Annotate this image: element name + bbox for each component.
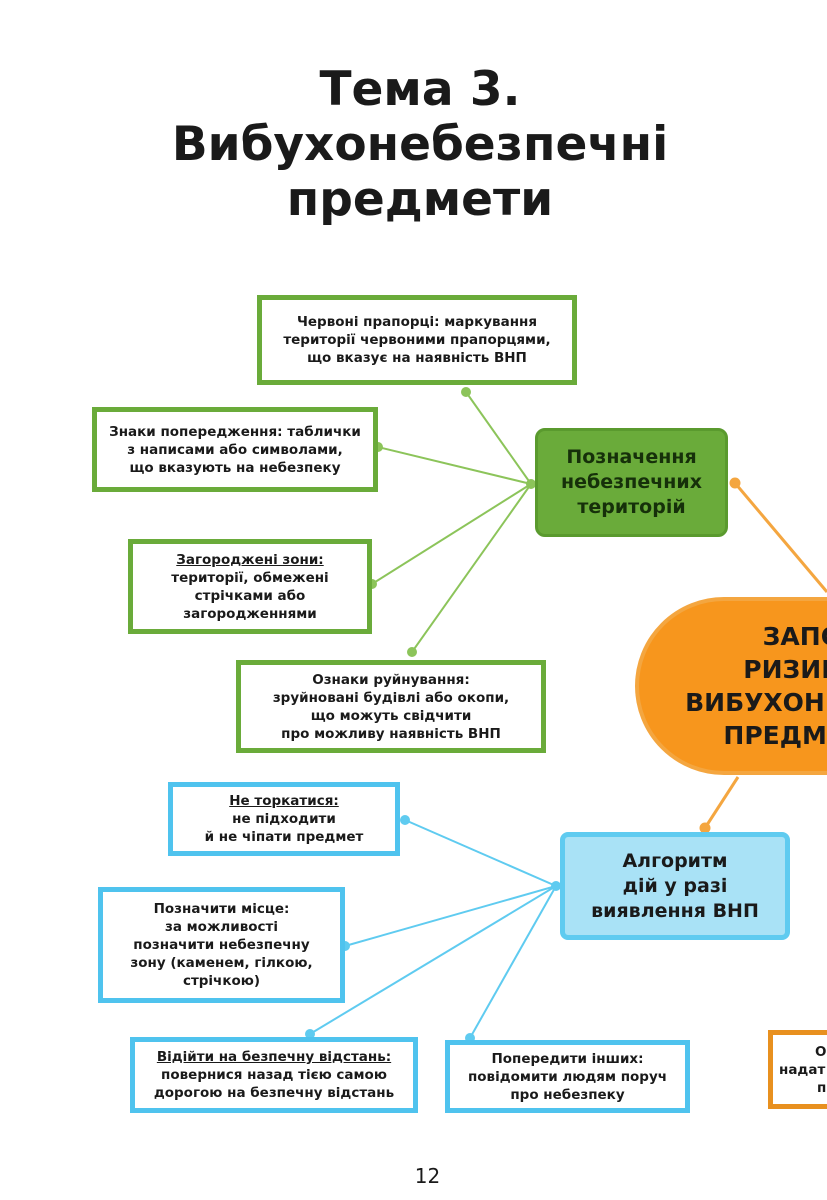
connector [411,483,532,653]
box-text: території червоними прапорцями, [283,332,551,348]
title-line: предмети [286,172,554,227]
center-text: ЗАПОБ [762,622,827,651]
center-text: ПРЕДМЕТ [723,721,827,750]
center-text: РИЗИКА [743,655,827,684]
box-text: що вказують на небезпеку [129,459,341,476]
connector [465,391,532,485]
blue-box-do-not-touch: Не торкатися: не підходити й не чіпати п… [168,782,400,856]
connector [703,776,740,829]
box-text: Знаки попередження: таблички [109,423,361,440]
connector [469,885,557,1039]
hub-text: небезпечних [561,471,702,493]
green-box-warning-signs: Знаки попередження: таблички з написами … [92,407,378,492]
box-text: загородженнями [183,605,317,622]
central-topic: ЗАПОБ РИЗИКА ВИБУХОНЕБ ПРЕДМЕТ [635,597,827,775]
connector [309,885,557,1035]
green-box-fenced-zones: Загороджені зони: території, обмежені ст… [128,539,372,634]
box-text: про можливу наявність ВНП [281,725,501,742]
green-box-destruction-signs: Ознаки руйнування: зруйновані будівлі аб… [236,660,546,753]
page-number: 12 [414,1164,441,1188]
orange-box-partial: Оп надат пі [768,1030,827,1109]
title-line: Тема 3. [319,62,521,117]
hub-text: територій [577,496,686,518]
box-text: не підходити [232,811,336,827]
box-text: повернися назад тією самою [161,1067,387,1083]
blue-box-warn-others: Попередити інших: повідомити людям поруч… [445,1040,690,1113]
hub-text: Алгоритм [622,849,728,872]
connector [377,446,532,485]
box-text: дорогою на безпечну відстань [153,1085,395,1101]
connector [344,885,557,947]
box-text: зону (каменем, гілкою, [130,955,313,971]
blue-box-mark-place: Позначити місце: за можливості позначити… [98,887,345,1003]
blue-box-move-away: Відійти на безпечну відстань: повернися … [130,1037,418,1113]
box-text: Ознаки руйнування: [312,671,470,688]
hub-text: виявлення ВНП [591,899,759,922]
box-text: надат [779,1061,826,1078]
center-text: ВИБУХОНЕБ [685,688,827,717]
box-text: повідомити людям поруч [467,1068,668,1085]
box-text: за можливості [164,919,279,935]
box-text: що можуть свідчити [310,707,472,724]
box-text: пі [817,1079,827,1096]
title-line: Вибухонебезпечні [171,117,669,172]
box-text: Позначити місце: [153,901,290,917]
box-text: Попередити інших: [491,1050,644,1067]
box-text: території, обмежені [171,569,329,586]
box-text: Червоні прапорці: маркування [296,314,538,330]
box-text: що вказує на наявність ВНП [307,350,527,366]
box-text: зруйновані будівлі або окопи, [272,689,510,706]
connector [371,483,532,585]
connector [404,819,557,887]
box-heading: Загороджені зони: [176,551,324,568]
connector [733,482,827,593]
green-box-red-flags: Червоні прапорці: маркування території ч… [257,295,577,385]
box-text: з написами або символами, [127,441,343,458]
box-text: стрічкою) [182,973,261,989]
box-text: стрічками або [194,587,306,604]
box-text: позначити небезпечну [133,937,310,953]
box-text: про небезпеку [510,1086,625,1103]
box-heading: Не торкатися: [229,793,339,809]
box-text: Оп [815,1043,827,1060]
green-hub-marking: Позначення небезпечних територій [535,428,728,537]
blue-hub-algorithm: Алгоритм дій у разі виявлення ВНП [560,832,790,940]
hub-text: Позначення [566,446,697,468]
box-text: й не чіпати предмет [204,829,364,845]
hub-text: дій у разі [622,874,728,897]
box-heading: Відійти на безпечну відстань: [156,1049,392,1065]
page-title: Тема 3. Вибухонебезпечні предмети [0,62,827,227]
